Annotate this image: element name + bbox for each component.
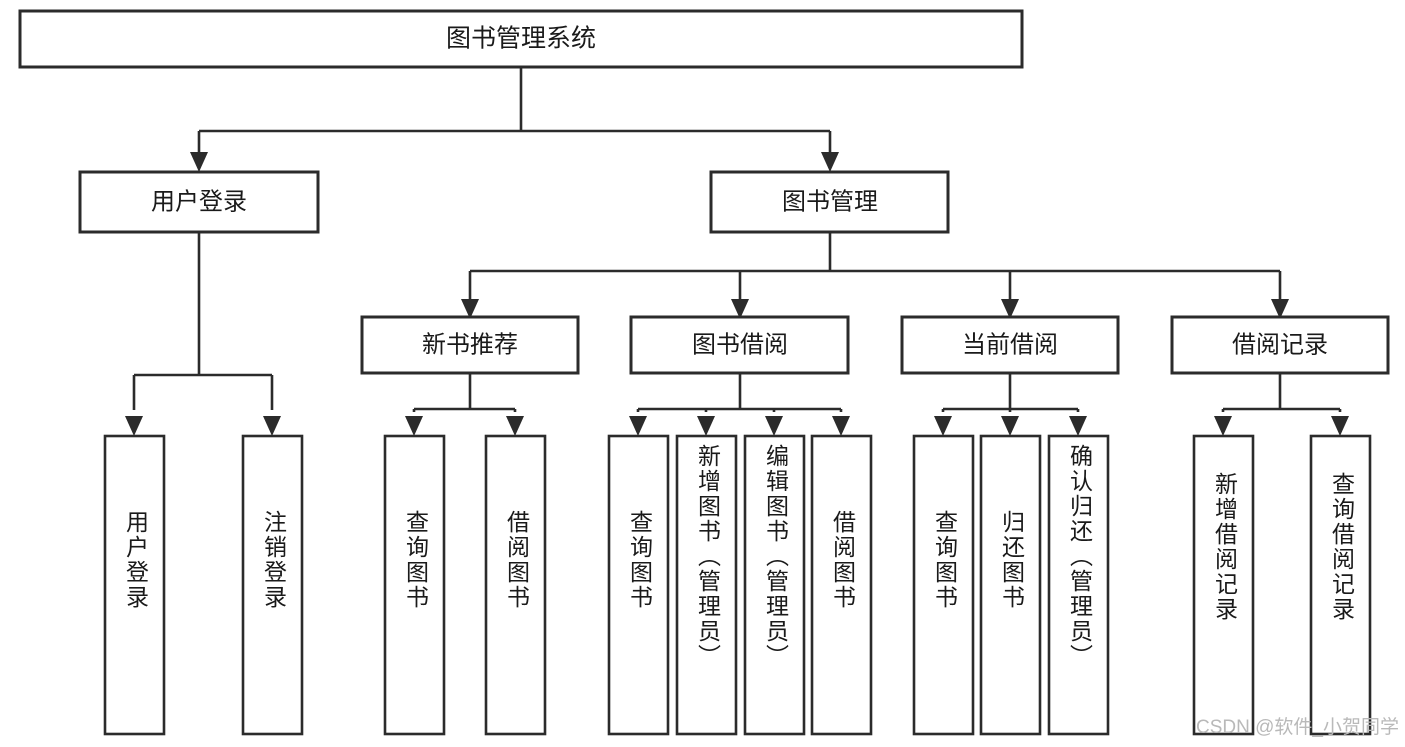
node-borrow-record: 借阅记录 [1170, 315, 1390, 375]
leaf-box-record-query [1309, 434, 1372, 736]
node-root-box [18, 9, 1024, 69]
leaf-box-current-query [912, 434, 975, 736]
node-current-borrow-box [900, 315, 1120, 375]
arrowhead-icon [263, 416, 281, 436]
arrowhead-icon [821, 152, 839, 172]
leaf-box-current-return [979, 434, 1042, 736]
node-root-label: 图书管理系统 [446, 25, 596, 53]
leaf-box-current-confirm [1047, 434, 1110, 736]
arrowhead-icon [832, 416, 850, 436]
arrowhead-icon [1001, 416, 1019, 436]
leaf-box-borrow-edit [743, 434, 806, 736]
node-new-book-recommend: 新书推荐 [360, 315, 580, 375]
leaf-box-newbook-query [383, 434, 446, 736]
arrowhead-icon [405, 416, 423, 436]
node-current-borrow-label: 当前借阅 [962, 331, 1058, 358]
node-current-borrow: 当前借阅 [900, 315, 1120, 375]
arrowhead-icon [190, 152, 208, 172]
watermark-label: CSDN @软件_小贺同学 [1196, 716, 1399, 738]
node-user-login-label: 用户登录 [151, 188, 247, 215]
arrowhead-icon [1069, 416, 1087, 436]
node-new-book-recommend-box [360, 315, 580, 375]
node-borrow-record-box [1170, 315, 1390, 375]
arrowhead-icon [765, 416, 783, 436]
leaf-box-borrow-add [675, 434, 738, 736]
node-book-management-box [709, 170, 950, 234]
connector-bookborrow-to-leaves [629, 373, 850, 436]
leaf-box-borrow-query [607, 434, 670, 736]
connector-userlogin-to-leaves [125, 232, 281, 436]
node-book-management-label: 图书管理 [782, 188, 878, 215]
node-user-login: 用户登录 [78, 170, 320, 234]
leaf-box-borrow-lend [810, 434, 873, 736]
arrowhead-icon [629, 416, 647, 436]
arrowhead-icon [934, 416, 952, 436]
arrowhead-icon [125, 416, 143, 436]
connector-newbook-to-leaves [405, 373, 524, 436]
node-book-management: 图书管理 [709, 170, 950, 234]
node-root: 图书管理系统 [18, 9, 1024, 69]
node-book-borrow-label: 图书借阅 [692, 331, 788, 358]
arrowhead-icon [506, 416, 524, 436]
node-borrow-record-label: 借阅记录 [1232, 331, 1328, 358]
node-new-book-recommend-label: 新书推荐 [422, 331, 518, 358]
arrowhead-icon [1214, 416, 1232, 436]
connector-currentborrow-to-leaves [934, 373, 1087, 436]
arrowhead-icon [697, 416, 715, 436]
leaf-box-logout [241, 434, 304, 736]
connector-bookmgmt-to-level3 [461, 232, 1289, 319]
leaf-box-user-login [103, 434, 166, 736]
node-book-borrow: 图书借阅 [629, 315, 850, 375]
arrowhead-icon [1331, 416, 1349, 436]
connector-borrowrecord-to-leaves [1214, 373, 1349, 436]
node-book-borrow-box [629, 315, 850, 375]
leaf-box-newbook-borrow [484, 434, 547, 736]
leaf-box-record-add [1192, 434, 1255, 736]
connector-root-to-level2 [190, 67, 839, 172]
